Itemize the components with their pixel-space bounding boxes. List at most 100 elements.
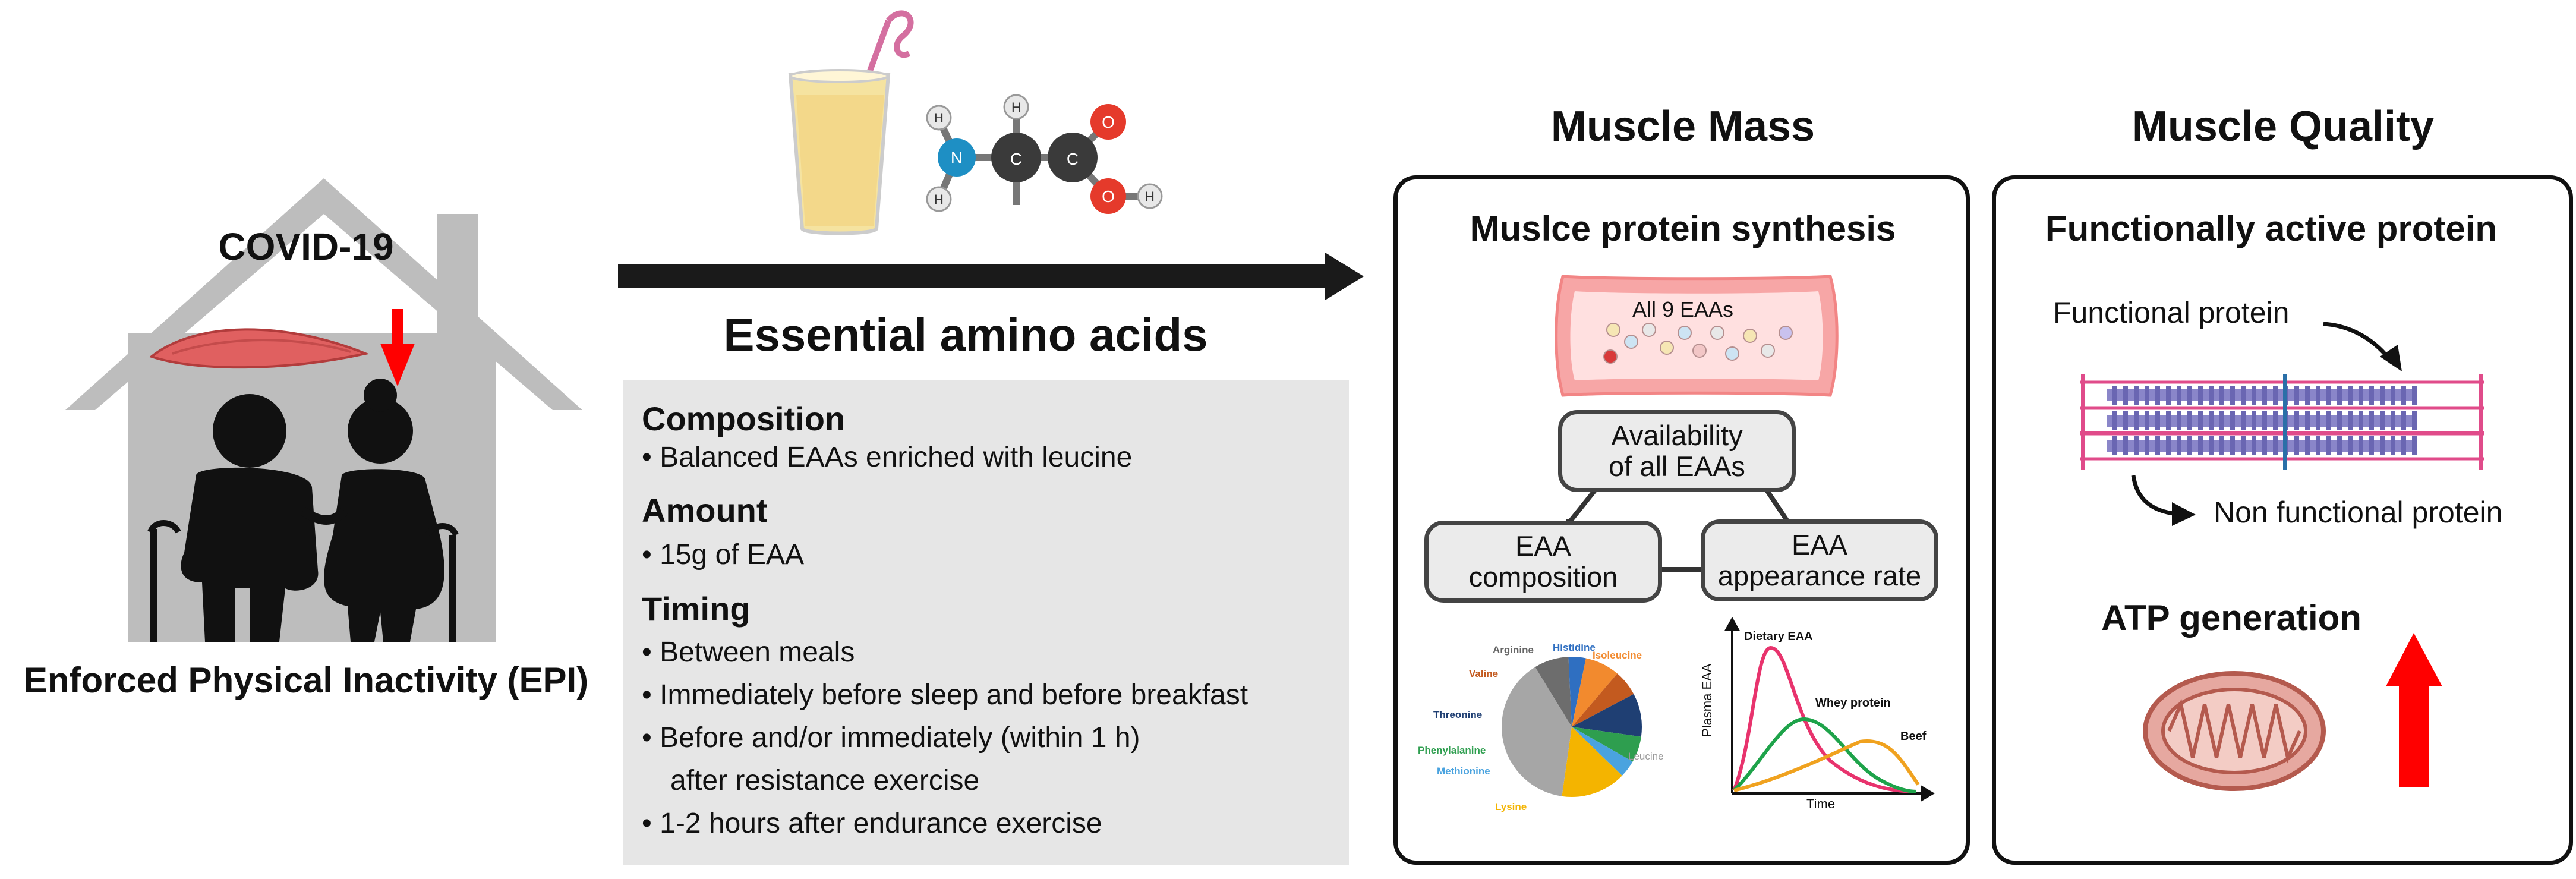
middle-title: Essential amino acids xyxy=(723,308,1208,361)
increase-arrow-icon xyxy=(2386,633,2442,787)
pie-label-phenylalanine: Phenylalanine xyxy=(1418,745,1486,756)
muscle-mass-header: Muscle Mass xyxy=(1550,103,1815,150)
myosin-head xyxy=(2348,386,2353,405)
elderly-couple-icon xyxy=(147,379,459,642)
functional-arrow-icon xyxy=(2323,322,2402,371)
myosin-head xyxy=(2262,386,2267,405)
myosin-head xyxy=(2401,386,2406,405)
list-item-text: Between meals xyxy=(660,637,855,668)
timing-heading: Timing xyxy=(642,590,751,628)
myosin-head xyxy=(2177,436,2181,455)
myosin-head xyxy=(2155,436,2160,455)
myosin-head xyxy=(2252,436,2256,455)
epi-label: Enforced Physical Inactivity (EPI) xyxy=(23,660,589,700)
pie-label-arginine: Arginine xyxy=(1493,644,1534,656)
myosin-head xyxy=(2401,436,2406,455)
myosin-head xyxy=(2134,386,2139,405)
myosin-head xyxy=(2369,411,2374,430)
vessel-label: All 9 EAAs xyxy=(1632,297,1734,322)
list-item-text: 15g of EAA xyxy=(660,539,804,571)
myosin-head xyxy=(2273,386,2278,405)
myosin-head xyxy=(2177,386,2181,405)
muscle-mass-panel xyxy=(1393,175,1970,865)
availability-node: Availability of all EAAs xyxy=(1558,410,1796,492)
myosin-head xyxy=(2412,436,2417,455)
curve-whey-protein xyxy=(1732,717,1917,793)
myosin-head xyxy=(2198,436,2203,455)
myosin-head xyxy=(2166,386,2171,405)
svg-text:H: H xyxy=(1011,100,1021,115)
myosin-head xyxy=(2145,436,2149,455)
myosin-head xyxy=(2155,386,2160,405)
composition-item-1: • Balanced EAAs enriched with leucine xyxy=(642,441,1132,474)
muscle-quality-header: Muscle Quality xyxy=(2132,103,2435,150)
myosin-head xyxy=(2305,436,2310,455)
svg-text:C: C xyxy=(1010,150,1022,168)
myosin-head xyxy=(2412,411,2417,430)
bullet: • xyxy=(642,637,652,668)
list-item-text: Immediately before sleep and before brea… xyxy=(660,679,1248,711)
curve-label-whey: Whey protein xyxy=(1815,697,1891,710)
svg-text:C: C xyxy=(1067,150,1079,168)
myosin-head xyxy=(2380,411,2385,430)
myosin-head xyxy=(2177,411,2181,430)
curve-label-beef: Beef xyxy=(1900,730,1927,743)
myosin-head xyxy=(2316,386,2320,405)
myosin-head xyxy=(2145,411,2149,430)
myosin-head xyxy=(2198,386,2203,405)
myosin-head xyxy=(2230,411,2235,430)
muscle-icon xyxy=(149,328,370,369)
myosin-head xyxy=(2187,386,2192,405)
myosin-head xyxy=(2337,411,2342,430)
myosin-head xyxy=(2134,411,2139,430)
main-flow-arrow xyxy=(618,253,1364,300)
myosin-head xyxy=(2359,436,2363,455)
myosin-head xyxy=(2252,411,2256,430)
myosin-head xyxy=(2262,436,2267,455)
list-item-text: Before and/or immediately (within 1 h) xyxy=(660,722,1140,754)
myosin-head xyxy=(2294,386,2299,405)
pie-slice-valine xyxy=(1572,673,1634,727)
svg-text:H: H xyxy=(934,192,944,207)
timing-item-2: • Immediately before sleep and before br… xyxy=(642,679,1248,711)
list-item-text: Balanced EAAs enriched with leucine xyxy=(660,442,1133,473)
pie-slice-arginine xyxy=(1535,657,1572,727)
myosin-head xyxy=(2219,411,2224,430)
bullet: • xyxy=(642,442,652,473)
eaa-guidelines-box: Composition • Balanced EAAs enriched wit… xyxy=(623,380,1349,865)
bullet: • xyxy=(642,722,652,754)
timing-item-3: • Before and/or immediately (within 1 h) xyxy=(642,722,1140,754)
amount-item-1: • 15g of EAA xyxy=(642,538,804,571)
pie-slice-lysine xyxy=(1562,727,1622,797)
myosin-head xyxy=(2187,411,2192,430)
myosin-head xyxy=(2134,436,2139,455)
myosin-head xyxy=(2273,436,2278,455)
myosin-head xyxy=(2380,436,2385,455)
pie-label-valine: Valine xyxy=(1469,668,1499,679)
myosin-head xyxy=(2359,386,2363,405)
myosin-head xyxy=(2348,411,2353,430)
myosin-head xyxy=(2326,411,2331,430)
myosin-head xyxy=(2112,411,2117,430)
pie-slice-isoleucine xyxy=(1572,658,1618,727)
myosin-head xyxy=(2252,386,2256,405)
svg-text:O: O xyxy=(1102,187,1115,206)
curve-ylabel: Plasma EAA xyxy=(1700,663,1714,738)
myosin-head xyxy=(2294,436,2299,455)
pie-slice-histidine xyxy=(1568,657,1586,727)
timing-item-1: • Between meals xyxy=(642,636,855,669)
covid-label: COVID-19 xyxy=(218,225,394,268)
pie-label-lysine: Lysine xyxy=(1495,801,1527,812)
bullet: • xyxy=(642,808,652,839)
pie-label-methionine: Methionine xyxy=(1437,765,1490,777)
myosin-head xyxy=(2145,386,2149,405)
curve-xlabel: Time xyxy=(1806,796,1836,811)
atp-generation-label: ATP generation xyxy=(2101,598,2361,638)
myosin-head xyxy=(2123,386,2128,405)
muscle-mass-subtitle: Muslce protein synthesis xyxy=(1470,209,1896,248)
nonfunctional-protein-label: Non functional protein xyxy=(2214,496,2503,529)
drink-glass-icon xyxy=(788,10,914,235)
myosin-head xyxy=(2316,411,2320,430)
myosin-head xyxy=(2241,436,2246,455)
